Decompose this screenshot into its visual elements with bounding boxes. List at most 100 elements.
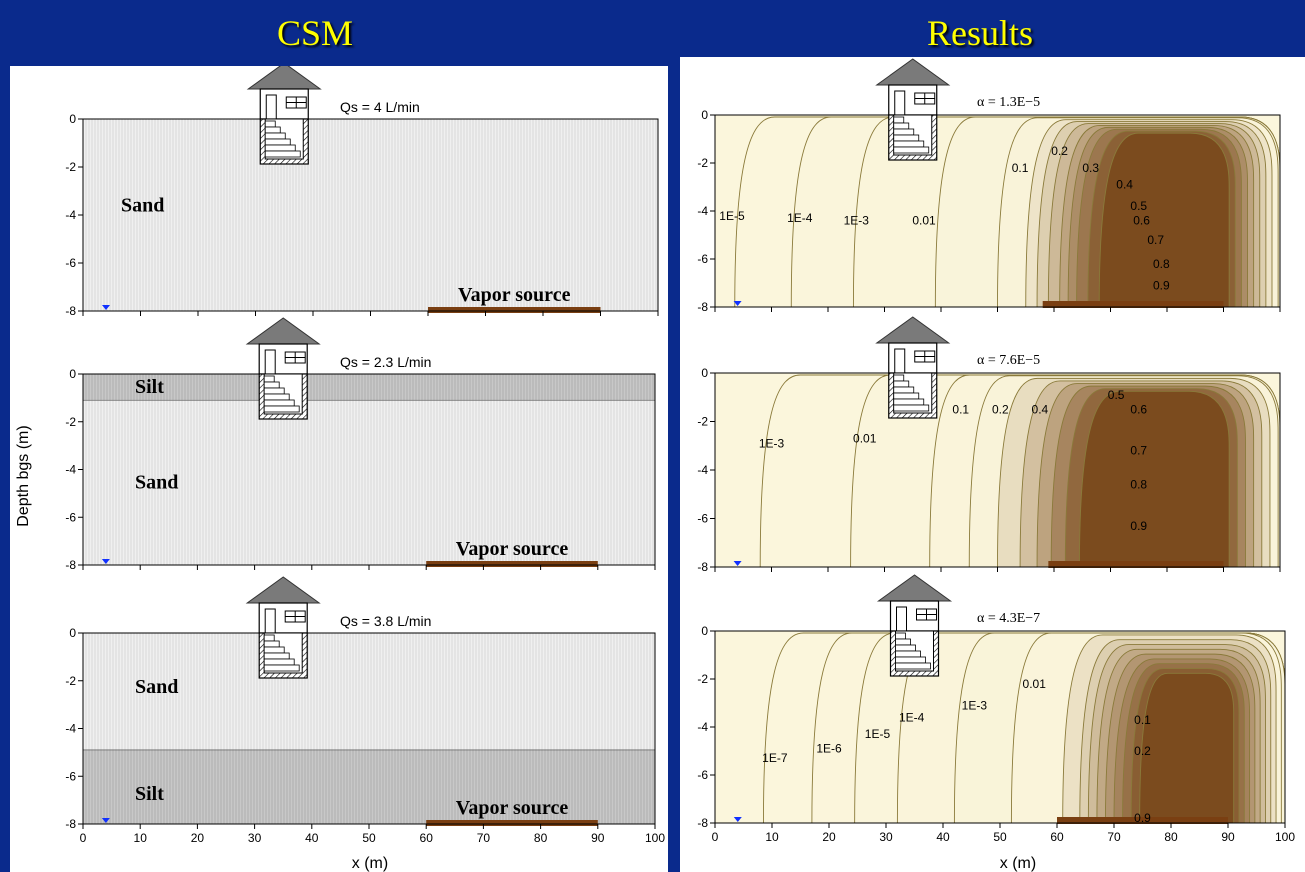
results-3-xtick-label: 60 [1050, 830, 1064, 844]
results-1-contour-label: 0.01 [912, 214, 936, 228]
results-3-contour-label: 1E-7 [762, 751, 788, 765]
csm-2-ytick-label: 0 [69, 367, 76, 381]
results-3-xtick-label: 70 [1107, 830, 1121, 844]
results-3-contour-label: 0.2 [1134, 744, 1151, 758]
csm-3-xtick-label: 10 [134, 831, 148, 845]
csm-3-ytick-label: -2 [65, 674, 76, 688]
results-3-ytick-label: -6 [697, 768, 708, 782]
r-results-2-stair-step [893, 380, 910, 388]
csm-3-layer-label: Silt [135, 783, 164, 805]
results-3-contour-label: 1E-5 [865, 727, 891, 741]
c-csm-2-roof [245, 317, 321, 345]
csm-1-vapor-source-label: Vapor source [458, 284, 571, 306]
results-3-contour-label: 0.01 [1023, 677, 1047, 691]
results-2-contour-label: 0.7 [1130, 444, 1147, 458]
results-3-ytick-label: 0 [701, 624, 708, 638]
csm-1-flow-label: Qs = 4 L/min [340, 99, 420, 115]
r-results-2-roof [875, 316, 951, 344]
results-1-ytick-label: -2 [697, 156, 708, 170]
results-3-ytick-label: -4 [697, 720, 708, 734]
c-csm-1-stair-step [264, 120, 276, 128]
csm-1-ytick-label: -2 [65, 160, 76, 174]
csm-3-xtick-label: 60 [420, 831, 434, 845]
csm-3-xtick-label: 30 [248, 831, 262, 845]
r-results-3-stair-step [895, 662, 931, 670]
results-2-contour-label: 0.4 [1032, 402, 1049, 416]
results-2-ytick-label: -6 [697, 512, 708, 526]
results-2-ytick-label: -4 [697, 463, 708, 477]
results-3-vapor-source [1057, 817, 1228, 824]
results-1-ytick-label: 0 [701, 108, 708, 122]
csm-2-vapor-source-label: Vapor source [456, 538, 569, 560]
results-1-vapor-source [1042, 301, 1224, 308]
csm-1-layer-sand [82, 118, 659, 312]
r-results-2-house [875, 316, 951, 419]
csm-3-xtick-label: 0 [80, 831, 87, 845]
c-csm-3-stair-step [263, 634, 275, 642]
results-1-contour-label: 0.6 [1133, 214, 1150, 228]
csm-2-ytick-label: -6 [65, 510, 76, 524]
results-1-ytick-label: -4 [697, 204, 708, 218]
c-csm-1-house [246, 66, 322, 165]
results-3-xtick-label: 80 [1164, 830, 1178, 844]
results-1-contour-label: 0.3 [1082, 161, 1099, 175]
r-results-2-stair-step [893, 398, 925, 406]
results-3-ytick-label: -2 [697, 672, 708, 686]
results-2-vapor-source [1048, 561, 1224, 568]
c-csm-2-door [264, 349, 276, 375]
results-1-contour-label: 0.8 [1153, 257, 1170, 271]
csm-3-xtick-label: 90 [591, 831, 605, 845]
results-2-contour-label: 1E-3 [759, 436, 785, 450]
c-csm-3-house [245, 576, 321, 679]
results-3-xtick-label: 10 [765, 830, 779, 844]
csm-1-ytick-label: -6 [65, 256, 76, 270]
results-1-contour-label: 1E-5 [719, 209, 745, 223]
results-3-xtick-label: 90 [1221, 830, 1235, 844]
c-csm-2-stair-step [263, 393, 290, 401]
csm-1-water-table-icon [102, 305, 110, 310]
c-csm-3-stair-step [263, 646, 285, 654]
results-2-water-table-icon [733, 561, 742, 566]
results-2-contour-label: 0.5 [1108, 388, 1125, 402]
results-2-ytick-label: 0 [701, 366, 708, 380]
csm-3-ytick-label: -4 [65, 722, 76, 736]
results-1-contour-label: 1E-3 [844, 214, 870, 228]
results-1-water-table-icon [733, 301, 742, 306]
csm-3-ytick-label: 0 [69, 626, 76, 640]
csm-x-axis-label: x (m) [352, 855, 388, 872]
csm-2-layer-sand [82, 399, 656, 566]
results-3-contour-0.9 [1139, 672, 1235, 824]
csm-3-ytick-label: -8 [65, 817, 76, 831]
csm-1-ytick-label: -8 [65, 304, 76, 318]
results-3-alpha-label: α = 4.3E−7 [977, 611, 1040, 626]
csm-3-vapor-source-label: Vapor source [456, 797, 569, 819]
csm-2-layer-label: Silt [135, 376, 164, 398]
csm-3-xtick-label: 80 [534, 831, 548, 845]
r-results-2-stair-step [893, 404, 930, 412]
results-heading: Results [926, 13, 1033, 53]
results-3-contour-label: 1E-4 [899, 710, 925, 724]
csm-3-xtick-label: 20 [191, 831, 205, 845]
r-results-2-stair-step [893, 374, 905, 382]
results-3-contour-label: 0.9 [1134, 811, 1151, 825]
results-2-alpha-label: α = 7.6E−5 [977, 353, 1040, 368]
results-1-contour-label: 0.7 [1147, 233, 1164, 247]
csm-1-layer-label: Sand [121, 194, 164, 216]
csm-2-ytick-label: -4 [65, 463, 76, 477]
csm-heading: CSM [276, 13, 354, 53]
c-csm-1-stair-step [264, 126, 281, 134]
c-csm-3-stair-step [263, 652, 290, 660]
r-results-1-stair-step [893, 128, 915, 136]
csm-1-vapor-source [428, 307, 601, 313]
csm-2-ytick-label: -8 [65, 558, 76, 572]
c-csm-1-stair-step [264, 150, 301, 158]
results-3-contour-label: 1E-6 [816, 742, 842, 756]
r-results-1-stair-step [893, 134, 920, 142]
csm-3-xtick-label: 100 [645, 831, 665, 845]
results-1-alpha-label: α = 1.3E−5 [977, 95, 1040, 110]
r-results-2-door [894, 348, 906, 374]
results-1-contour-label: 0.2 [1051, 144, 1068, 158]
results-3-contour-label: 1E-3 [962, 698, 988, 712]
